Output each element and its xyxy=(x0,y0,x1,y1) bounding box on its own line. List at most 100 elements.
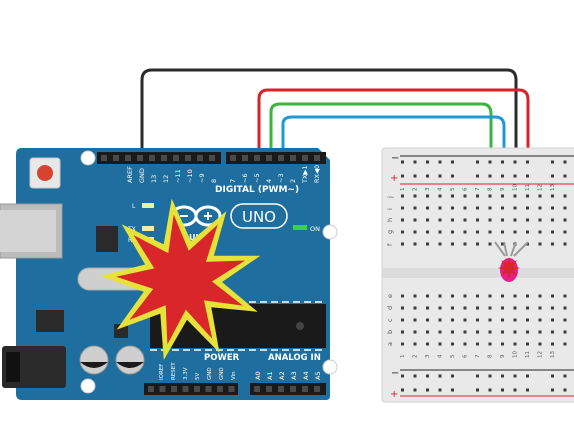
terminal-hole[interactable] xyxy=(438,194,442,198)
rail-hole[interactable] xyxy=(513,174,517,178)
rail-hole[interactable] xyxy=(563,388,567,392)
terminal-hole[interactable] xyxy=(501,218,504,222)
terminal-hole[interactable] xyxy=(526,330,529,334)
terminal-hole[interactable] xyxy=(451,294,454,298)
pin-hole[interactable] xyxy=(149,155,155,161)
pin-hole[interactable] xyxy=(194,386,200,392)
terminal-hole[interactable] xyxy=(451,242,454,246)
rail-hole[interactable] xyxy=(488,160,492,164)
rail-hole[interactable] xyxy=(551,388,554,392)
terminal-hole[interactable] xyxy=(538,218,542,222)
terminal-hole[interactable] xyxy=(513,206,517,210)
terminal-hole[interactable] xyxy=(438,294,442,298)
terminal-hole[interactable] xyxy=(488,242,492,246)
pin-hole[interactable] xyxy=(217,386,223,392)
rail-hole[interactable] xyxy=(426,374,429,378)
rail-hole[interactable] xyxy=(426,174,429,178)
terminal-hole[interactable] xyxy=(563,318,567,322)
rail-hole[interactable] xyxy=(451,160,454,164)
pin-hole[interactable] xyxy=(101,155,107,161)
terminal-hole[interactable] xyxy=(426,318,429,322)
terminal-hole[interactable] xyxy=(401,230,404,234)
rail-hole[interactable] xyxy=(513,388,517,392)
rail-hole[interactable] xyxy=(488,374,492,378)
terminal-hole[interactable] xyxy=(476,194,479,198)
pin-hole[interactable] xyxy=(290,155,296,161)
terminal-hole[interactable] xyxy=(488,318,492,322)
terminal-hole[interactable] xyxy=(513,318,517,322)
terminal-hole[interactable] xyxy=(501,242,504,246)
terminal-hole[interactable] xyxy=(488,342,492,346)
terminal-hole[interactable] xyxy=(426,342,429,346)
terminal-hole[interactable] xyxy=(513,330,517,334)
terminal-hole[interactable] xyxy=(551,306,554,310)
terminal-hole[interactable] xyxy=(563,206,567,210)
terminal-hole[interactable] xyxy=(476,330,479,334)
terminal-hole[interactable] xyxy=(413,194,417,198)
rail-hole[interactable] xyxy=(476,174,479,178)
rail-hole[interactable] xyxy=(426,388,429,392)
terminal-hole[interactable] xyxy=(401,306,404,310)
terminal-hole[interactable] xyxy=(488,294,492,298)
pin-hole[interactable] xyxy=(314,386,320,392)
terminal-hole[interactable] xyxy=(488,230,492,234)
green-wire[interactable] xyxy=(269,102,493,206)
terminal-hole[interactable] xyxy=(501,318,504,322)
rail-hole[interactable] xyxy=(526,388,529,392)
terminal-hole[interactable] xyxy=(426,242,429,246)
rail-hole[interactable] xyxy=(401,160,404,164)
terminal-hole[interactable] xyxy=(538,230,542,234)
pin-hole[interactable] xyxy=(209,155,215,161)
terminal-hole[interactable] xyxy=(451,306,454,310)
terminal-hole[interactable] xyxy=(526,294,529,298)
pin-hole[interactable] xyxy=(242,155,248,161)
terminal-hole[interactable] xyxy=(413,330,417,334)
rail-hole[interactable] xyxy=(513,160,517,164)
terminal-hole[interactable] xyxy=(551,194,554,198)
rail-hole[interactable] xyxy=(451,174,454,178)
pin-hole[interactable] xyxy=(278,386,284,392)
terminal-hole[interactable] xyxy=(488,306,492,310)
terminal-hole[interactable] xyxy=(438,318,442,322)
terminal-hole[interactable] xyxy=(476,230,479,234)
terminal-hole[interactable] xyxy=(426,306,429,310)
pin-hole[interactable] xyxy=(314,155,320,161)
terminal-hole[interactable] xyxy=(538,342,542,346)
rail-hole[interactable] xyxy=(438,160,442,164)
terminal-hole[interactable] xyxy=(476,342,479,346)
rail-hole[interactable] xyxy=(526,160,529,164)
pin-hole[interactable] xyxy=(254,386,260,392)
terminal-hole[interactable] xyxy=(563,294,567,298)
terminal-hole[interactable] xyxy=(488,218,492,222)
terminal-hole[interactable] xyxy=(426,206,429,210)
pin-hole[interactable] xyxy=(205,386,212,392)
terminal-hole[interactable] xyxy=(513,230,517,234)
terminal-hole[interactable] xyxy=(401,242,404,246)
terminal-hole[interactable] xyxy=(476,218,479,222)
terminal-hole[interactable] xyxy=(538,318,542,322)
terminal-hole[interactable] xyxy=(426,194,429,198)
rail-hole[interactable] xyxy=(438,174,442,178)
rail-hole[interactable] xyxy=(413,388,417,392)
terminal-hole[interactable] xyxy=(476,206,479,210)
terminal-hole[interactable] xyxy=(551,294,554,298)
terminal-hole[interactable] xyxy=(513,194,517,198)
reset-button-cap[interactable] xyxy=(37,165,53,181)
terminal-hole[interactable] xyxy=(438,306,442,310)
rail-hole[interactable] xyxy=(476,160,479,164)
terminal-hole[interactable] xyxy=(513,306,517,310)
terminal-hole[interactable] xyxy=(463,306,467,310)
terminal-hole[interactable] xyxy=(463,194,467,198)
terminal-hole[interactable] xyxy=(463,230,467,234)
pin-hole[interactable] xyxy=(228,386,235,392)
pin-hole[interactable] xyxy=(137,155,143,161)
terminal-hole[interactable] xyxy=(501,294,504,298)
pin-hole[interactable] xyxy=(197,155,203,161)
rail-hole[interactable] xyxy=(501,388,504,392)
terminal-hole[interactable] xyxy=(413,318,417,322)
rail-hole[interactable] xyxy=(438,388,442,392)
terminal-hole[interactable] xyxy=(451,330,454,334)
pin-hole[interactable] xyxy=(113,155,119,161)
pin-hole[interactable] xyxy=(159,386,166,392)
